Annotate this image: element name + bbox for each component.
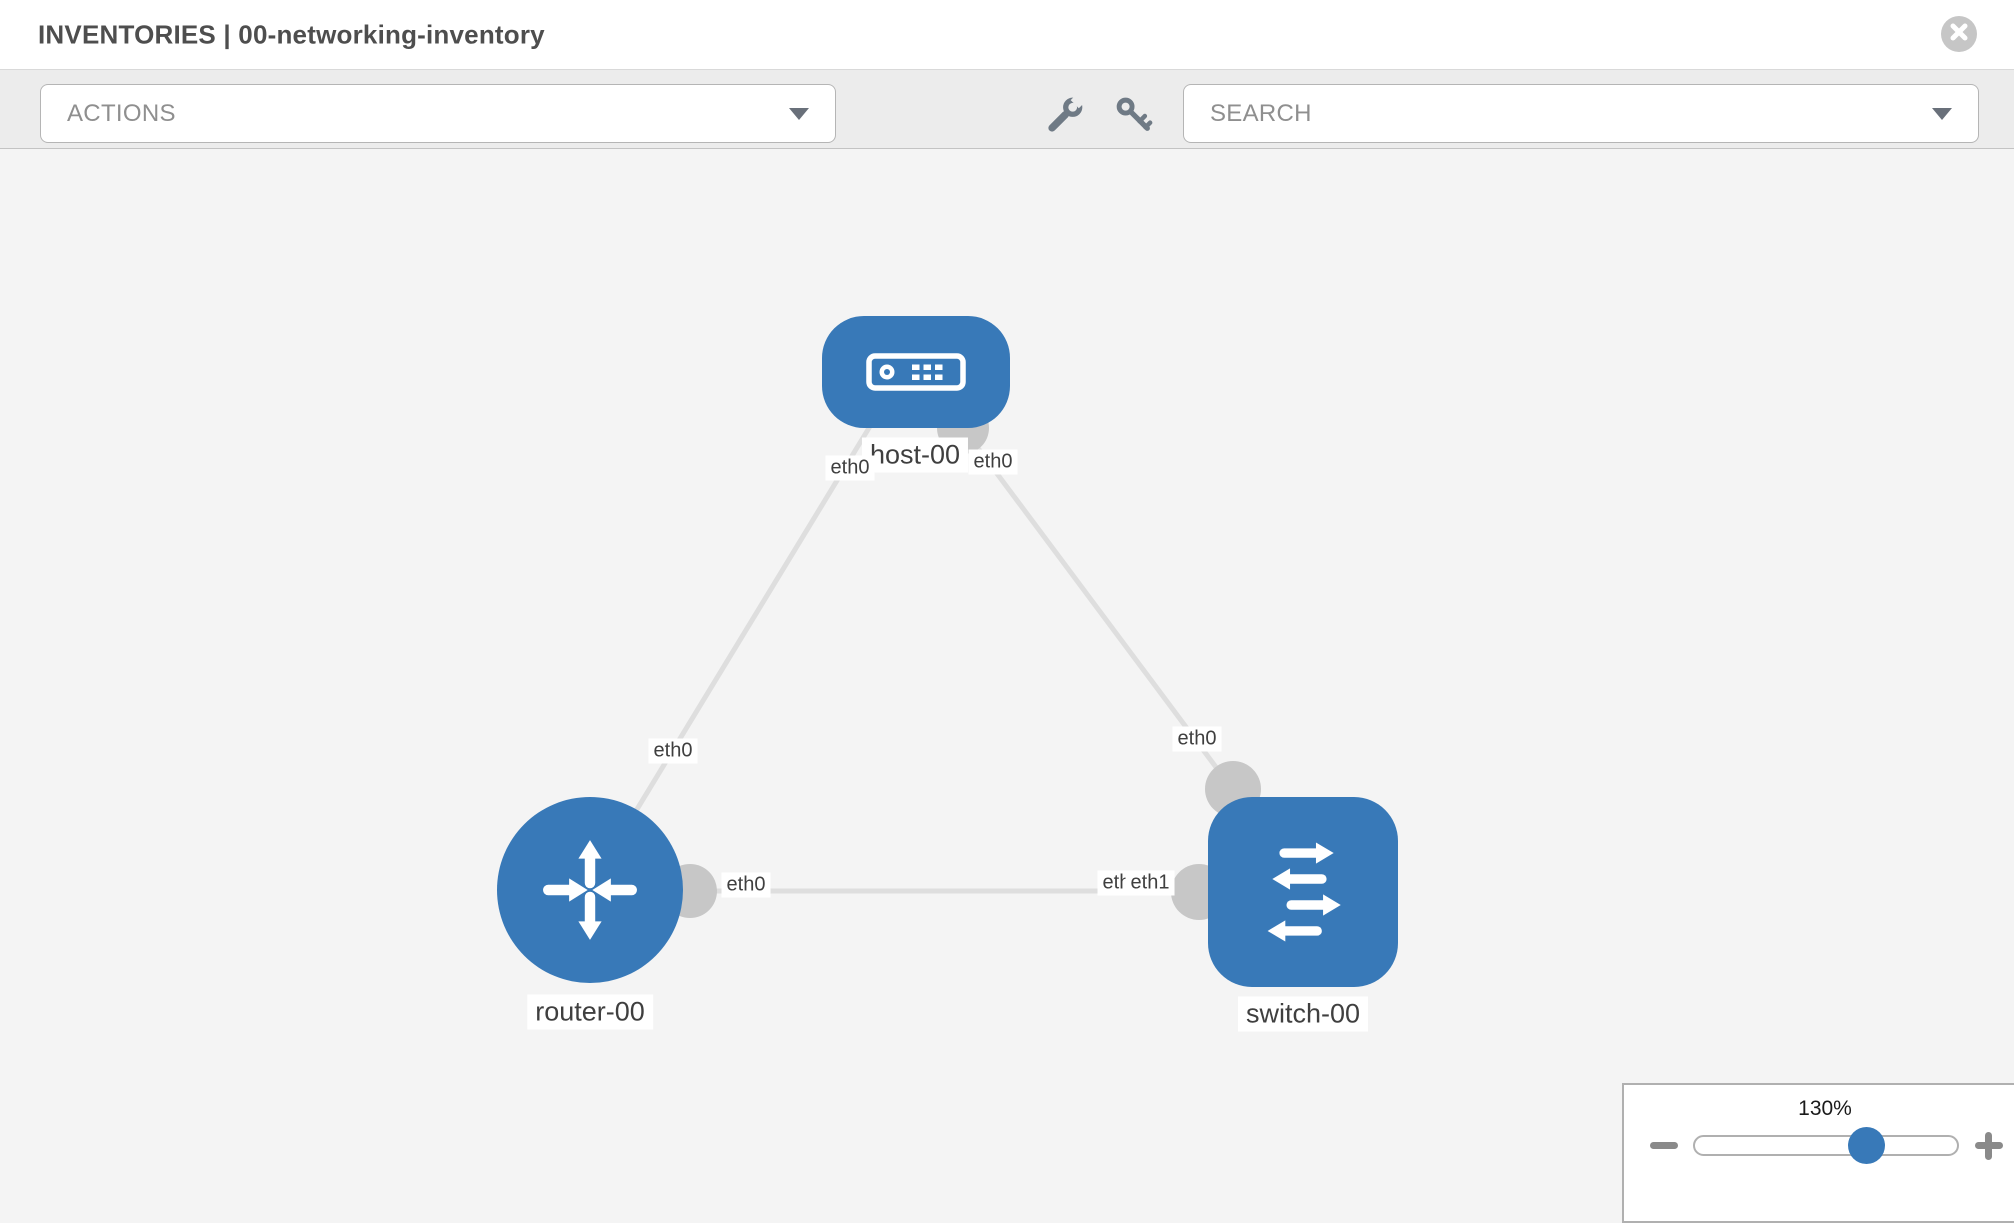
close-button[interactable] <box>1941 16 1977 52</box>
zoom-in-button[interactable] <box>1975 1132 2003 1160</box>
actions-dropdown-label: ACTIONS <box>67 99 176 127</box>
chevron-down-icon <box>789 107 809 120</box>
node-router-00[interactable] <box>497 797 683 983</box>
zoom-out-button[interactable] <box>1650 1142 1678 1149</box>
close-icon <box>1949 22 1969 47</box>
topology-edges-layer <box>622 402 1261 920</box>
zoom-slider-thumb[interactable] <box>1848 1127 1885 1164</box>
node-switch-00[interactable] <box>1208 797 1398 987</box>
wrench-icon <box>1048 91 1087 132</box>
key-button[interactable] <box>1113 94 1155 136</box>
switch-arrows-icon <box>1267 842 1341 942</box>
link-host-router <box>622 421 875 831</box>
interface-label: eth0 <box>825 455 875 481</box>
interface-label: eth1 <box>1125 870 1175 896</box>
search-placeholder: SEARCH <box>1210 99 1312 127</box>
toolbar: ACTIONS SEARCH <box>0 70 2014 149</box>
zoom-level-value: 130% <box>1798 1097 1852 1120</box>
key-icon <box>1116 97 1153 131</box>
router-arrows-icon <box>543 840 637 940</box>
interface-label: eth0 <box>968 449 1018 475</box>
zoom-slider[interactable] <box>1693 1135 1959 1156</box>
node-host-00[interactable] <box>822 316 1010 428</box>
search-input[interactable]: SEARCH <box>1183 84 1979 143</box>
node-label-switch: switch-00 <box>1237 996 1369 1032</box>
interface-label: eth0 <box>1172 726 1222 752</box>
actions-dropdown[interactable]: ACTIONS <box>40 84 836 143</box>
interface-label: eth0 <box>721 872 771 898</box>
page-title: INVENTORIES | 00-networking-inventory <box>38 19 545 49</box>
header-bar: INVENTORIES | 00-networking-inventory <box>0 0 2014 70</box>
interface-label: eth0 <box>648 738 698 764</box>
zoom-control-panel: 130% <box>1622 1083 2014 1223</box>
node-label-host: host-00 <box>861 437 969 473</box>
server-icon <box>866 353 966 391</box>
chevron-down-icon <box>1932 107 1952 120</box>
node-label-router: router-00 <box>527 994 653 1030</box>
wrench-button[interactable] <box>1044 91 1087 136</box>
topology-canvas[interactable]: host-00 router-00 switch-00 eth0 eth0 et… <box>0 150 2014 1200</box>
